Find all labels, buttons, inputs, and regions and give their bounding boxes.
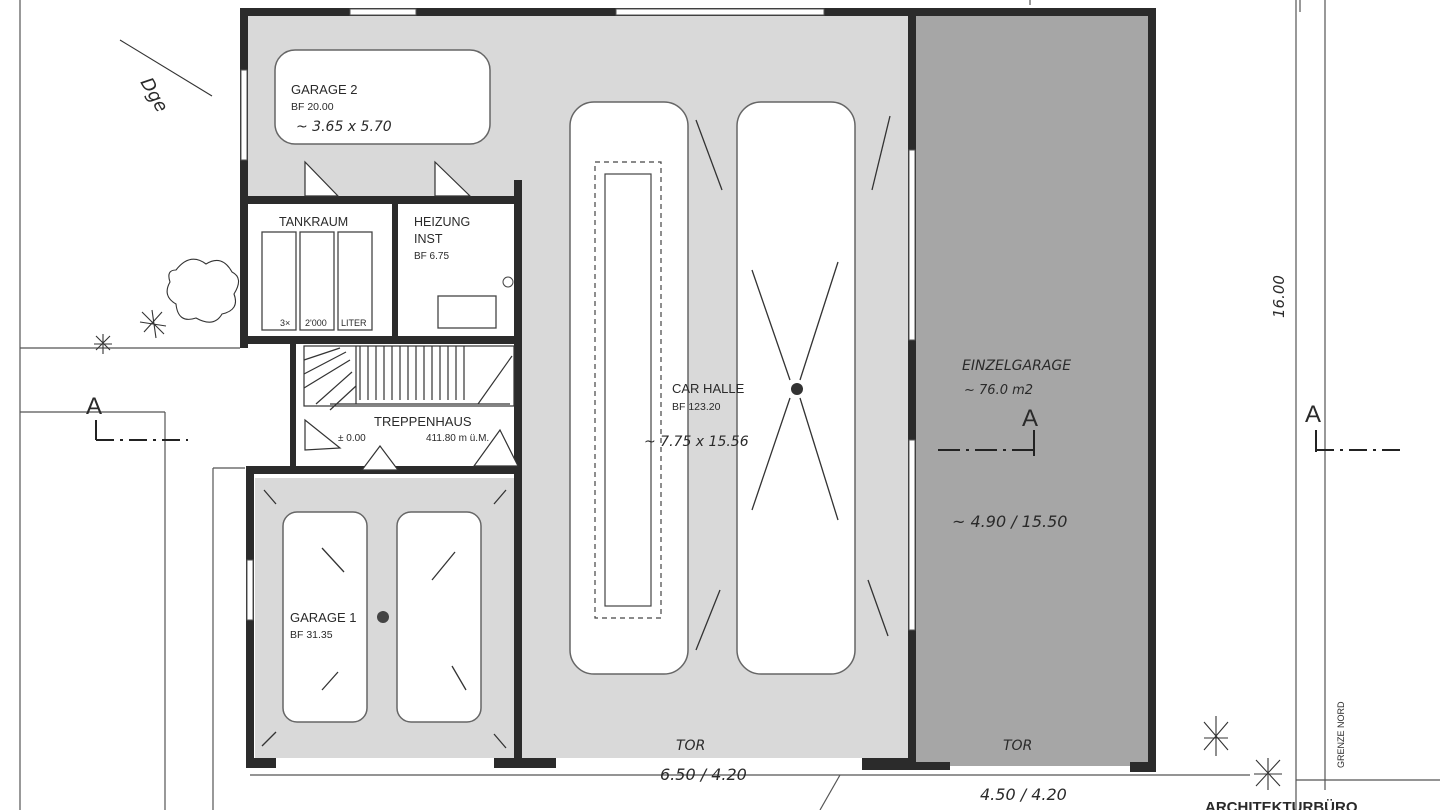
tor-left-label: TOR <box>676 738 705 754</box>
drain-icon <box>502 276 514 288</box>
heizung-name: HEIZUNG <box>414 215 470 229</box>
wall-openings <box>240 8 916 631</box>
treppenhaus-level: ± 0.00 <box>338 433 366 444</box>
heater-unit <box>437 295 497 329</box>
staircase <box>303 345 515 411</box>
carhalle-area: BF 123.20 <box>672 401 721 413</box>
handwritten-note: Dge <box>136 74 172 116</box>
dimension-bottom-right: 4.50 / 4.20 <box>980 785 1067 804</box>
garage1-pads <box>282 511 482 723</box>
dimension-bottom-left: 6.50 / 4.20 <box>660 765 747 784</box>
heizung-name-2: INST <box>414 232 443 246</box>
carhalle-pit-inner <box>604 173 652 607</box>
section-marker-center: A <box>1022 405 1038 432</box>
site-lines <box>19 0 1440 810</box>
garage2-area: BF 20.00 <box>291 101 334 113</box>
garage2-name: GARAGE 2 <box>291 82 357 97</box>
tank-units <box>261 231 373 331</box>
section-lines <box>95 420 1402 456</box>
office-stamp: ARCHITEKTURBÜRO <box>1205 799 1358 810</box>
tank-capacity-volume: 2'000 <box>305 318 327 328</box>
carhalle-name: CAR HALLE <box>672 381 745 396</box>
tank-capacity-unit: LITER <box>341 318 367 328</box>
garage1-name: GARAGE 1 <box>290 610 356 625</box>
tankraum-name: TANKRAUM <box>279 215 348 229</box>
carhalle-drain-icon <box>791 383 803 395</box>
boundary-label: GRENZE NORD <box>1336 701 1346 768</box>
tank-capacity-count: 3× <box>280 318 290 328</box>
section-marker-right: A <box>1305 401 1321 428</box>
garage1-marks <box>261 489 507 749</box>
garage2-dims: ~ 3.65 x 5.70 <box>296 119 392 135</box>
einzelgarage-name: EINZELGARAGE <box>962 358 1071 374</box>
garage2-pad <box>274 49 491 145</box>
einzelgarage-area: ~ 76.0 m2 <box>964 383 1033 398</box>
vegetation <box>94 39 1282 790</box>
section-marker-left: A <box>86 393 102 420</box>
garage1-area: BF 31.35 <box>290 629 333 641</box>
tor-right-label: TOR <box>1003 738 1032 754</box>
heizung-area: BF 6.75 <box>414 251 449 262</box>
treppenhaus-elevation: 411.80 m ü.M. <box>426 433 489 444</box>
dimension-depth: 16.00 <box>1270 275 1288 318</box>
treppenhaus-name: TREPPENHAUS <box>374 414 472 429</box>
door-swings <box>304 160 519 471</box>
garage1-drain-icon <box>377 611 389 623</box>
carhalle-dims: ~ 7.75 x 15.56 <box>644 434 749 450</box>
einzelgarage-dims: ~ 4.90 / 15.50 <box>952 512 1067 531</box>
carhalle-marks <box>695 115 891 651</box>
einzelgarage-floor <box>916 14 1148 766</box>
